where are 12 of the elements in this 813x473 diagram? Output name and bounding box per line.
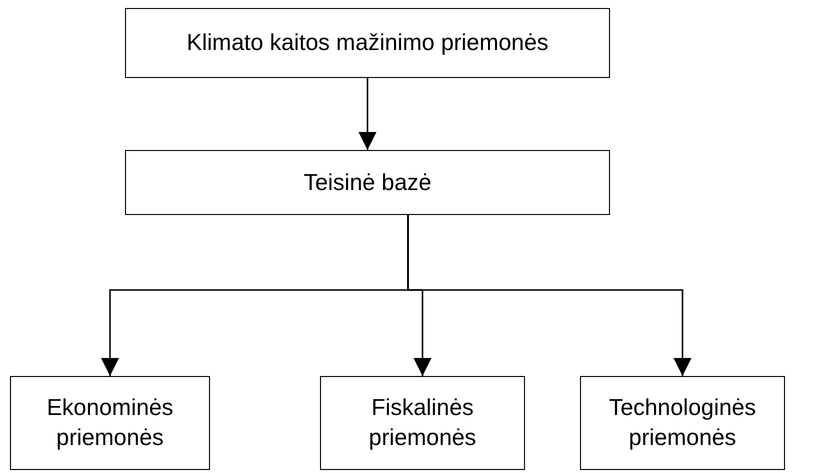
arrow <box>358 78 376 150</box>
arrow <box>407 215 692 376</box>
node-label: Technologinės priemonės <box>608 393 758 452</box>
process-box <box>125 8 610 78</box>
node-label: Teisinė bazė <box>304 168 432 197</box>
category-box <box>580 376 785 470</box>
node-label: Fiskalinės priemonės <box>368 393 478 452</box>
category-box <box>320 376 525 470</box>
node-label: Klimato kaitos mažinimo priemonės <box>186 28 548 58</box>
category-box <box>10 376 210 470</box>
process-box <box>125 150 610 215</box>
node-label: Ekonominės priemonės <box>46 393 174 452</box>
